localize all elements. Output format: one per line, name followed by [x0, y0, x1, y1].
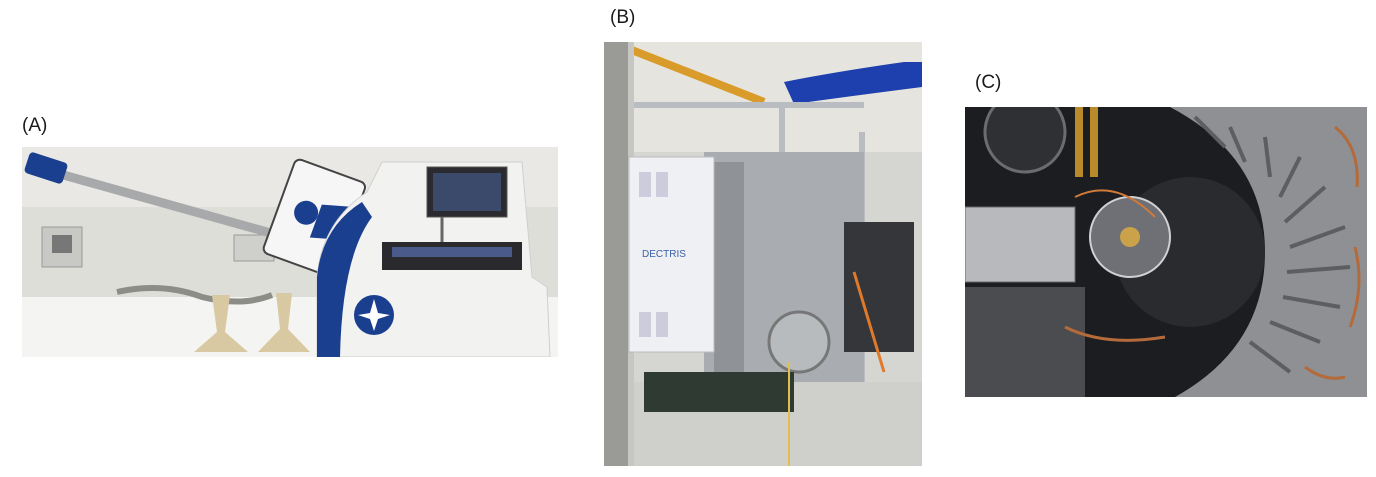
- panel-a-photo: [22, 147, 558, 357]
- panel-b-label: (B): [610, 7, 636, 28]
- diffractometer-interior-photo: [965, 107, 1367, 397]
- dectris-logo-text: DECTRIS: [642, 249, 686, 260]
- panel-c-label: (C): [975, 72, 1002, 93]
- detector-instrument-photo: DECTRIS: [604, 42, 922, 466]
- sample-changer-photo: [22, 147, 558, 357]
- panel-a-label: (A): [22, 115, 48, 136]
- panel-b-photo: DECTRIS: [604, 42, 922, 466]
- panel-c-photo: [965, 107, 1367, 397]
